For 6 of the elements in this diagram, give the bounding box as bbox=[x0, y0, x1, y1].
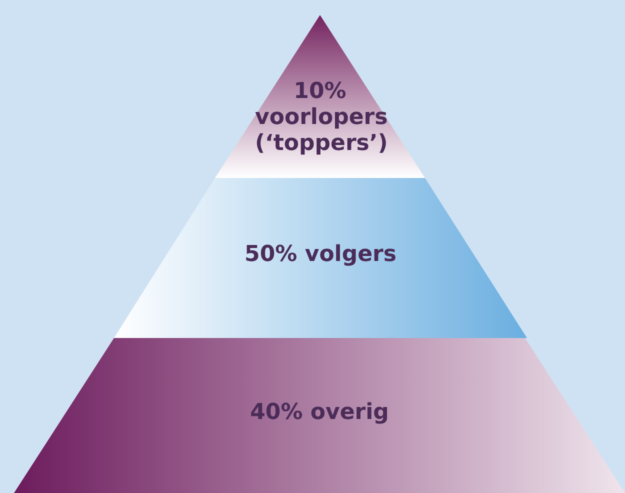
tier-label: 50% volgers bbox=[244, 242, 396, 268]
tier-label: 10% voorlopers (‘toppers’) bbox=[255, 79, 385, 157]
pyramid-tier bbox=[215, 15, 425, 178]
pyramid-tier bbox=[114, 178, 527, 338]
tier-label: 40% overig bbox=[250, 400, 389, 426]
pyramid-tier bbox=[14, 338, 625, 493]
